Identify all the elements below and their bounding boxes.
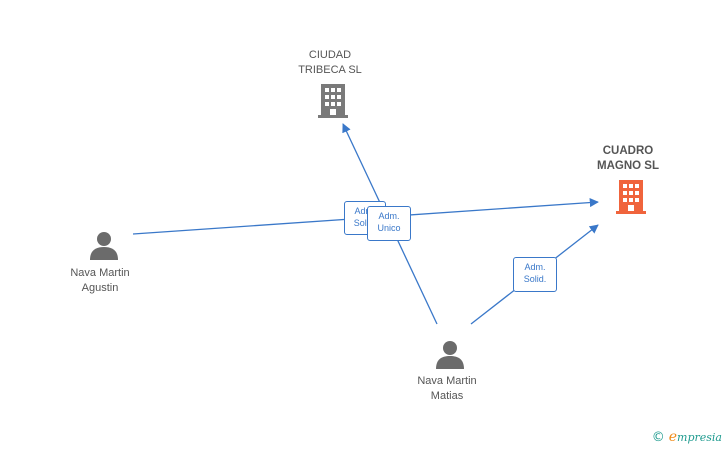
company-name-line1: CUADRO [602, 145, 654, 157]
person-name-line1: Nava Martin [70, 267, 130, 279]
building-icon[interactable] [616, 179, 646, 215]
company-name-line2: MAGNO SL [597, 160, 659, 172]
person-icon[interactable] [435, 339, 465, 369]
edge-label-matias-tribeca[interactable]: Adm. Unico [367, 206, 411, 241]
role-line1: Adm. [524, 262, 546, 272]
role-line2: Unico [377, 223, 401, 233]
brand-initial: e [668, 429, 678, 445]
edge-label-matias-cuadro[interactable]: Adm. Solid. [513, 257, 557, 292]
building-icon[interactable] [318, 83, 348, 119]
person-name-line2: Agustin [81, 282, 119, 294]
brand-name: mpresia [677, 431, 722, 444]
company-name-line1: CIUDAD [308, 49, 352, 61]
person-label-nava-matias[interactable]: Nava Martin Matias [397, 374, 497, 404]
person-icon[interactable] [89, 230, 119, 260]
company-name-line2: TRIBECA SL [298, 64, 362, 76]
person-name-line2: Matias [430, 390, 464, 402]
role-line2: Solid. [523, 274, 547, 284]
role-line1: Adm. [378, 211, 400, 221]
role-line1: Adm. [354, 206, 376, 216]
company-label-cuadro-magno[interactable]: CUADRO MAGNO SL [578, 144, 678, 174]
empresia-watermark: ©empresia [652, 429, 722, 445]
role-line2: Solid. [353, 218, 377, 228]
company-label-ciudad-tribeca[interactable]: CIUDAD TRIBECA SL [280, 48, 380, 78]
person-name-line1: Nava Martin [417, 375, 477, 387]
copyright-symbol: © [651, 430, 665, 445]
person-label-nava-agustin[interactable]: Nava Martin Agustin [50, 266, 150, 296]
